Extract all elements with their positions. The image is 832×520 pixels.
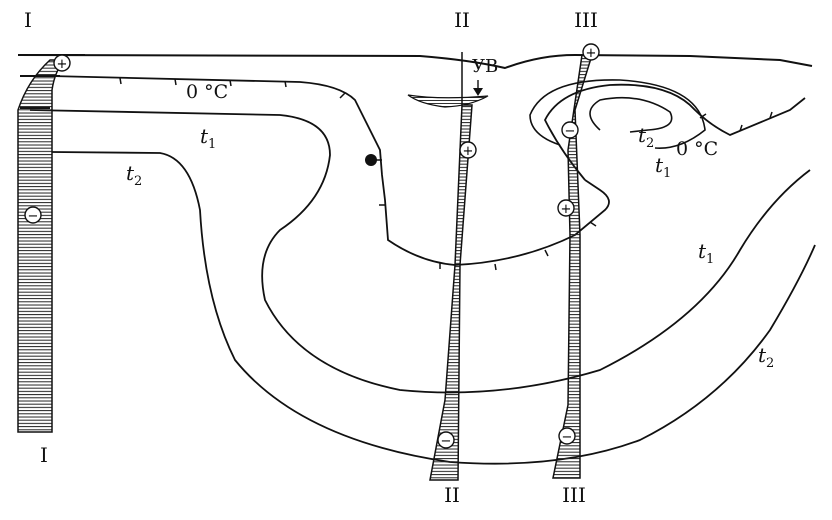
- section-iii-bottom-label: III: [562, 483, 586, 507]
- section-i-profile: [17, 59, 67, 433]
- minus-sign: −: [562, 430, 573, 445]
- isotherm-t2-label-loop: t2: [638, 123, 654, 151]
- isotherm-zero-right-label: 0 °C: [676, 138, 718, 160]
- isotherm-t2: [51, 151, 816, 465]
- plus-sign: +: [586, 46, 597, 61]
- section-i-bottom-label: I: [40, 443, 48, 467]
- isotherm-t1: [29, 109, 811, 394]
- sign-markers: [24, 43, 600, 449]
- isotherm-zero-right: [543, 83, 806, 181]
- borehole-dot: [365, 154, 377, 166]
- isotherm-t2-loop: [589, 96, 673, 133]
- isotherm-t1-label-right: t1: [698, 239, 714, 267]
- lake-water: [407, 94, 489, 108]
- isotherm-t1-label-left: t1: [200, 124, 216, 152]
- minus-sign: −: [28, 209, 39, 224]
- isotherm-t2-label-right: t2: [758, 343, 774, 371]
- minus-sign: −: [565, 124, 576, 139]
- isotherm-t1-loop: [529, 79, 706, 149]
- plus-sign: +: [57, 57, 68, 72]
- isotherm-zero-ticks: [119, 77, 597, 271]
- water-level-arrow-icon: [473, 80, 483, 96]
- section-ii-profile: [429, 104, 473, 481]
- section-iii-top-label: III: [574, 8, 598, 32]
- section-ii-bottom-label: II: [444, 483, 460, 507]
- plus-sign: +: [463, 144, 474, 159]
- isotherm-t1-label-loop: t1: [655, 153, 671, 181]
- isotherm-t2-label-left: t2: [126, 161, 142, 189]
- plus-sign: +: [561, 202, 572, 217]
- water-level-label: УВ: [472, 56, 498, 77]
- minus-sign: −: [441, 434, 452, 449]
- ground-surface-line: [17, 53, 813, 70]
- section-ii-top-label: II: [454, 8, 470, 32]
- isotherm-zero-label: 0 °C: [186, 81, 228, 103]
- section-iii-profile: [552, 54, 594, 479]
- section-i-top-label: I: [24, 8, 32, 32]
